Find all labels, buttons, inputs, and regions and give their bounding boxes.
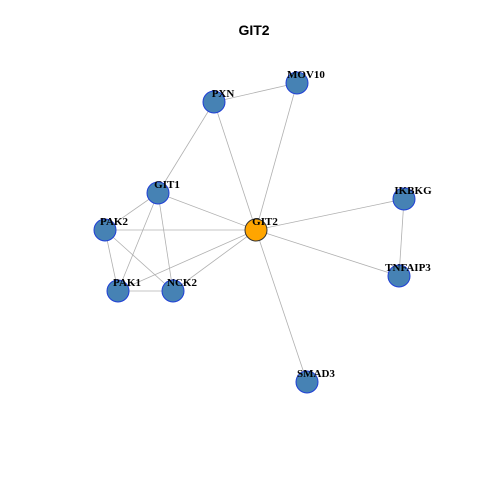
edge-git2-tnfaip3 (255, 229, 400, 277)
node-pak2[interactable]: PAK2 (93, 216, 128, 242)
edge-git1-nck2 (157, 192, 174, 292)
node-circle[interactable] (146, 181, 170, 205)
edge-pxn-mov10 (213, 82, 298, 103)
node-circle[interactable] (93, 218, 117, 242)
node-smad3[interactable]: SMAD3 (295, 368, 335, 394)
edge-ikbkg-tnfaip3 (398, 198, 405, 277)
node-label: GIT2 (252, 216, 278, 228)
edge-git2-ikbkg (255, 198, 405, 231)
edge-git2-mov10 (255, 82, 298, 231)
node-git2[interactable]: GIT2 (244, 216, 278, 242)
node-label: PAK1 (113, 277, 141, 289)
edge-git2-smad3 (255, 229, 308, 383)
node-ikbkg[interactable]: IKBKG (392, 185, 432, 211)
node-tnfaip3[interactable]: TNFAIP3 (385, 262, 431, 288)
edge-git2-pak1 (117, 229, 257, 292)
node-pxn[interactable]: PXN (202, 88, 235, 114)
node-circle[interactable] (161, 279, 185, 303)
node-label: MOV10 (287, 69, 325, 81)
edge-git2-pxn (213, 101, 257, 231)
node-pak1[interactable]: PAK1 (106, 277, 141, 303)
edge-git1-pak1 (117, 192, 159, 292)
node-label: NCK2 (167, 277, 197, 289)
edge-git2-nck2 (172, 229, 257, 292)
node-git1[interactable]: GIT1 (146, 179, 180, 205)
node-circle[interactable] (244, 218, 268, 242)
node-label: SMAD3 (297, 368, 335, 380)
edge-pak2-nck2 (104, 229, 174, 292)
node-circle[interactable] (106, 279, 130, 303)
node-label: GIT1 (154, 179, 180, 191)
edge-git2-git1 (157, 192, 257, 231)
node-circle[interactable] (285, 71, 309, 95)
node-circle[interactable] (387, 264, 411, 288)
node-label: PAK2 (100, 216, 128, 228)
node-label: TNFAIP3 (385, 262, 431, 274)
node-nck2[interactable]: NCK2 (161, 277, 197, 303)
node-label: PXN (212, 88, 235, 100)
node-circle[interactable] (295, 370, 319, 394)
edge-pxn-git1 (157, 101, 215, 194)
diagram-title: GIT2 (238, 22, 269, 38)
node-mov10[interactable]: MOV10 (285, 69, 325, 95)
node-circle[interactable] (202, 90, 226, 114)
node-circle[interactable] (392, 187, 416, 211)
node-label: IKBKG (394, 185, 432, 197)
